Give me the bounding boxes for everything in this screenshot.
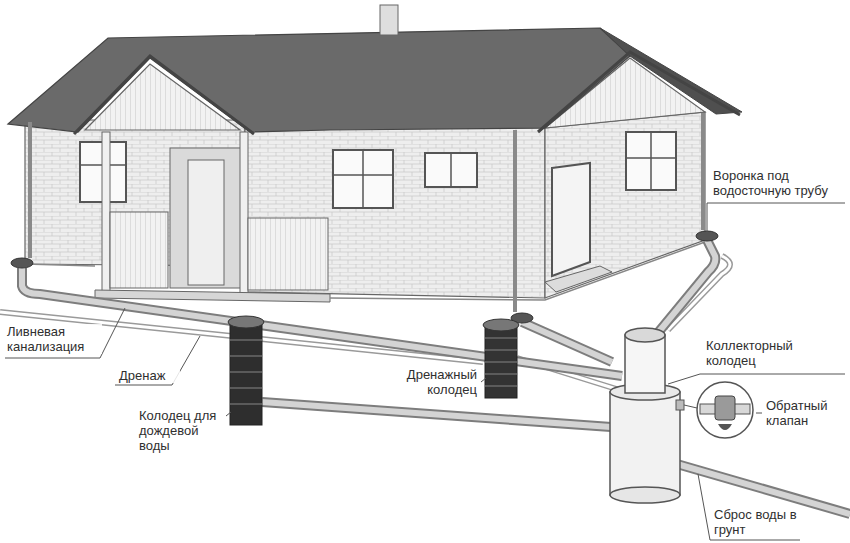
storm-pipe-outer — [22, 240, 850, 514]
porch-opening — [170, 148, 242, 288]
window-frame — [333, 150, 393, 208]
callout-label: Обратный клапан — [765, 398, 845, 428]
callout-label: Дренаж — [118, 368, 180, 383]
window — [626, 132, 676, 190]
porch-floor — [95, 290, 330, 302]
valve-flap — [718, 424, 732, 430]
funnel — [11, 258, 33, 268]
porch-post — [102, 132, 110, 292]
leader-line — [226, 412, 231, 416]
rain-well — [230, 322, 262, 425]
porch-railing — [110, 212, 168, 288]
valve-detail — [697, 382, 753, 438]
leader-line — [668, 374, 845, 384]
funnel — [696, 231, 718, 241]
valve-body — [715, 396, 735, 420]
porch-door — [188, 160, 224, 285]
detail-line — [684, 405, 697, 408]
callout-label: Ливневая канализация — [6, 324, 102, 354]
porch-railing — [248, 218, 328, 290]
side-door — [552, 163, 590, 276]
drainage-well — [485, 325, 517, 398]
collector-bottom — [610, 487, 680, 503]
leader-line — [707, 203, 845, 232]
valve-port — [676, 400, 684, 410]
chimney — [380, 5, 398, 35]
window-frame — [450, 153, 452, 187]
ground-line — [25, 242, 705, 300]
well-cap — [483, 319, 519, 331]
collector-neck — [625, 335, 665, 393]
callout-label: Сброс воды в грунт — [713, 507, 805, 537]
collector-top — [625, 328, 665, 342]
well-cap — [228, 316, 264, 328]
front-wall — [245, 128, 545, 298]
callout-label: Дренажный колодец — [358, 367, 478, 397]
leader-line — [756, 413, 762, 414]
gable-eave — [538, 52, 740, 132]
callout-label: Коллекторный колодец — [705, 338, 835, 368]
window — [333, 150, 393, 208]
roof-slope — [600, 28, 742, 114]
leader-line — [5, 308, 125, 358]
porch-post — [240, 132, 248, 294]
downspout — [30, 113, 703, 312]
gable-wall — [545, 112, 705, 298]
leader-line — [115, 336, 200, 385]
callout-label: Воронка под водосточную трубу — [712, 168, 844, 198]
callout-label: Колодец для дождевой воды — [138, 408, 226, 453]
leader-lines — [5, 203, 845, 540]
roof — [8, 28, 630, 132]
collector-well — [610, 392, 680, 495]
storm-pipe — [22, 240, 850, 514]
window-frame — [626, 132, 676, 190]
well-ribs — [230, 340, 262, 404]
porch-eave — [74, 56, 254, 134]
storm-pipe-inner — [22, 240, 850, 514]
leader-line — [481, 378, 486, 382]
window — [425, 153, 477, 187]
well-ribs — [485, 338, 517, 386]
